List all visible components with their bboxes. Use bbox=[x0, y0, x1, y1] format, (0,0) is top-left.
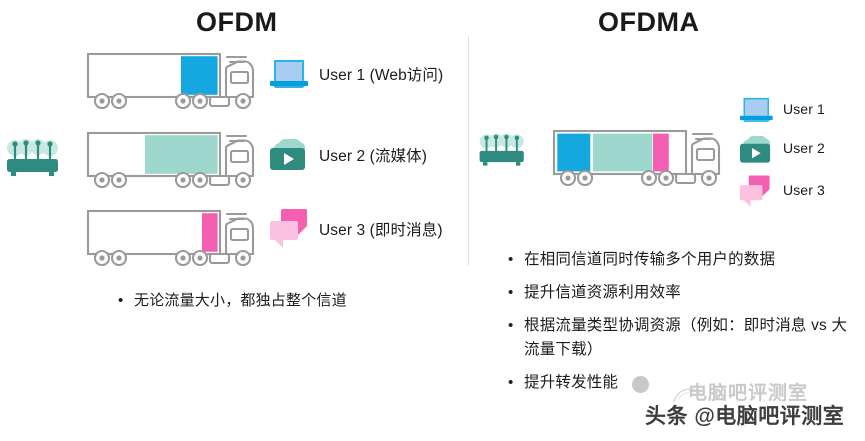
bullet-dot-icon: • bbox=[118, 292, 124, 309]
right-bullet-item: • 在相同信道同时传输多个用户的数据 bbox=[508, 248, 853, 272]
truck-user3 bbox=[86, 206, 256, 273]
legend-row-user3-right: User 3 bbox=[740, 172, 825, 207]
legend-label-user2-left: User 2 (流媒体) bbox=[319, 147, 427, 165]
watermark-ghost-text: 电脑吧评测室 bbox=[688, 383, 809, 404]
chat-bubbles-icon bbox=[270, 209, 308, 248]
bird-logo-icon bbox=[673, 388, 701, 403]
legend-row-user2-right: User 2 bbox=[740, 134, 825, 163]
wifi-router-icon-right bbox=[477, 130, 529, 175]
right-bullet-item: • 提升信道资源利用效率 bbox=[508, 281, 853, 305]
legend-label-user3-right: User 3 bbox=[783, 181, 825, 198]
account-badge-icon bbox=[632, 376, 649, 393]
right-bullet-text: 在相同信道同时传输多个用户的数据 bbox=[524, 251, 776, 268]
truck-shared-channel bbox=[552, 126, 722, 193]
bullet-dot-icon: • bbox=[508, 284, 514, 302]
left-panel-title: OFDM bbox=[196, 7, 278, 37]
legend-label-user1-right: User 1 bbox=[783, 100, 825, 117]
right-bullet-text: 提升信道资源利用效率 bbox=[524, 284, 682, 302]
truck-user1 bbox=[86, 49, 256, 116]
right-bullet-item: • 提升转发性能 bbox=[508, 371, 853, 395]
legend-label-user1-left: User 1 (Web访问) bbox=[319, 67, 444, 84]
right-bullet-list: • 在相同信道同时传输多个用户的数据 • 提升信道资源利用效率 • 根据流量类型… bbox=[508, 248, 853, 404]
left-bullet-text: 无论流量大小，都独占整个信道 bbox=[134, 292, 347, 309]
watermark-main-text: 头条 @电脑吧评测室 bbox=[645, 405, 845, 428]
truck-user2 bbox=[86, 128, 256, 195]
wifi-router-icon-left bbox=[4, 136, 64, 185]
legend-row-user1-left: User 1 (Web访问) bbox=[270, 60, 443, 88]
video-streaming-icon bbox=[270, 139, 308, 170]
left-bullet-list: • 无论流量大小，都独占整个信道 bbox=[118, 289, 347, 312]
legend-row-user1-right: User 1 bbox=[740, 96, 825, 122]
right-bullet-text: 提升转发性能 bbox=[524, 374, 619, 392]
legend-label-user2-right: User 2 bbox=[783, 140, 825, 156]
laptop-icon bbox=[270, 60, 308, 88]
legend-label-user3-left: User 3 (即时消息) bbox=[319, 221, 443, 239]
laptop-icon bbox=[740, 97, 773, 122]
bullet-dot-icon: • bbox=[508, 374, 514, 392]
right-bullet-item: • 根据流量类型协调资源（例如：即时消息 vs 大流量下载） bbox=[508, 314, 853, 362]
legend-row-user3-left: User 3 (即时消息) bbox=[270, 209, 443, 248]
vertical-divider bbox=[468, 36, 469, 266]
bullet-dot-icon: • bbox=[508, 251, 514, 268]
bullet-dot-icon: • bbox=[508, 317, 514, 335]
chat-bubbles-icon bbox=[740, 175, 770, 207]
right-panel-title: OFDMA bbox=[598, 7, 700, 37]
left-bullet-item: • 无论流量大小，都独占整个信道 bbox=[118, 289, 347, 312]
video-streaming-icon bbox=[740, 135, 771, 163]
legend-row-user2-left: User 2 (流媒体) bbox=[270, 139, 427, 170]
right-bullet-text: 根据流量类型协调资源（例如：即时消息 vs 大流量下载） bbox=[524, 317, 848, 359]
